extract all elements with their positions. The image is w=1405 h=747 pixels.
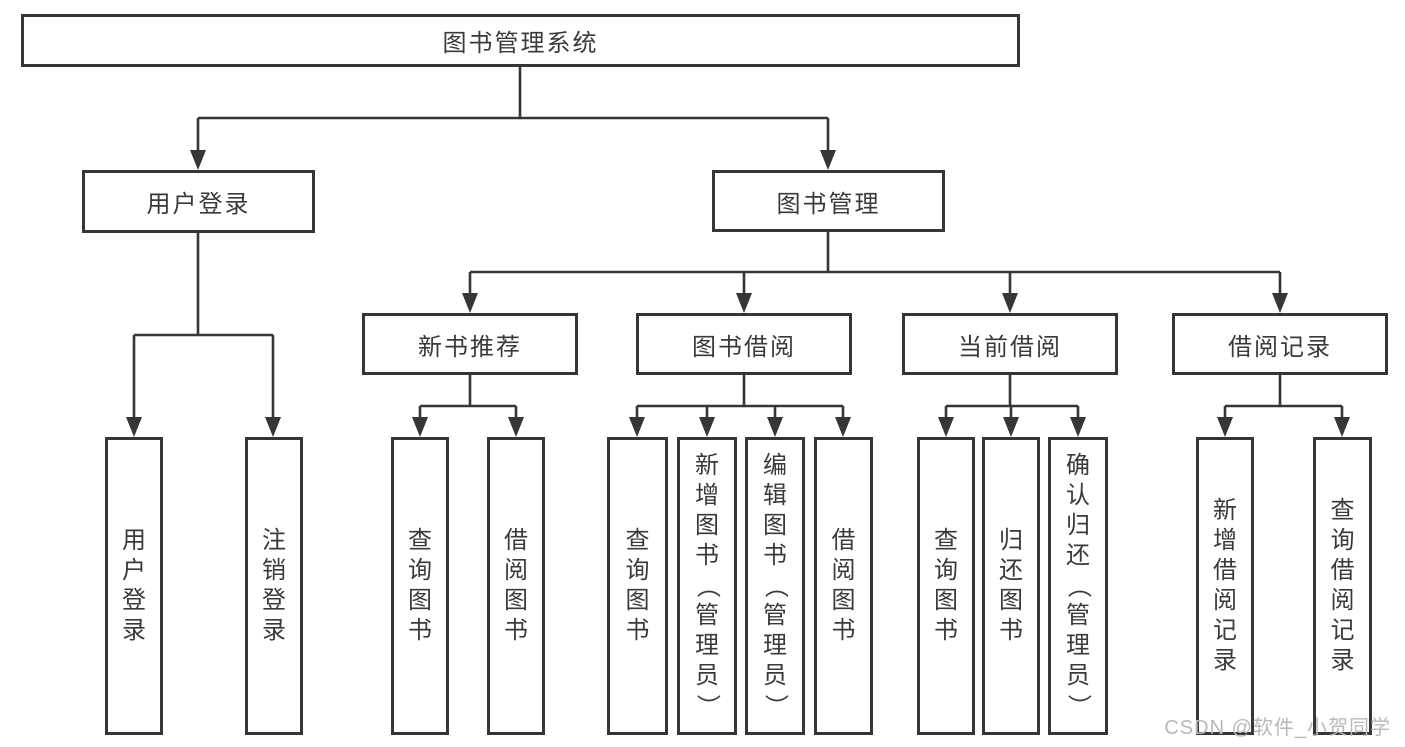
node-book-borrow: 图书借阅 bbox=[636, 313, 852, 375]
node-user-login: 用户登录 bbox=[82, 170, 315, 233]
edge-book-borrow-branch bbox=[635, 375, 845, 421]
leaf-user-login: 用户登录 bbox=[105, 437, 163, 735]
leaf-add-books-admin: 新增图书（管理员） bbox=[677, 437, 737, 735]
arrow-icon bbox=[1070, 417, 1086, 437]
arrow-icon bbox=[938, 417, 954, 437]
leaf-query-books-current: 查询图书 bbox=[917, 437, 975, 735]
arrow-icon bbox=[629, 417, 645, 437]
leaf-add-borrow-record: 新增借阅记录 bbox=[1196, 437, 1254, 735]
arrow-icon bbox=[736, 293, 752, 313]
arrow-icon bbox=[126, 417, 142, 437]
arrow-icon bbox=[412, 417, 428, 437]
arrow-icon bbox=[1002, 293, 1018, 313]
arrowheads bbox=[126, 150, 1350, 437]
node-root-library-system: 图书管理系统 bbox=[21, 14, 1020, 67]
leaf-borrow-books: 借阅图书 bbox=[814, 437, 873, 735]
leaf-logout-login: 注销登录 bbox=[245, 437, 303, 735]
arrow-icon bbox=[190, 150, 206, 170]
edge-root-branch bbox=[196, 67, 830, 152]
arrow-icon bbox=[265, 417, 281, 437]
arrow-icon bbox=[1272, 293, 1288, 313]
node-borrow-record: 借阅记录 bbox=[1172, 313, 1388, 375]
leaf-query-borrow-record: 查询借阅记录 bbox=[1313, 437, 1372, 735]
arrow-icon bbox=[1003, 417, 1019, 437]
node-new-book-recommend: 新书推荐 bbox=[362, 313, 578, 375]
arrow-icon bbox=[462, 293, 478, 313]
arrow-icon bbox=[1334, 417, 1350, 437]
arrow-icon bbox=[699, 417, 715, 437]
arrow-icon bbox=[1217, 417, 1233, 437]
edge-new-book-branch bbox=[418, 375, 518, 421]
leaf-query-books-recommend: 查询图书 bbox=[391, 437, 449, 735]
arrow-icon bbox=[767, 417, 783, 437]
leaf-borrow-books-recommend: 借阅图书 bbox=[487, 437, 545, 735]
edge-current-borrow-branch bbox=[944, 375, 1080, 421]
edge-borrow-record-branch bbox=[1223, 375, 1344, 421]
leaf-confirm-return-admin: 确认归还（管理员） bbox=[1048, 437, 1108, 735]
edge-book-management-branch bbox=[468, 232, 1282, 297]
leaf-query-books-borrow: 查询图书 bbox=[607, 437, 668, 735]
leaf-return-books: 归还图书 bbox=[982, 437, 1040, 735]
edge-user-login-branch bbox=[132, 233, 275, 421]
node-book-management: 图书管理 bbox=[712, 170, 945, 232]
arrow-icon bbox=[820, 150, 836, 170]
leaf-edit-books-admin: 编辑图书（管理员） bbox=[745, 437, 805, 735]
arrow-icon bbox=[508, 417, 524, 437]
arrow-icon bbox=[835, 417, 851, 437]
node-current-borrow: 当前借阅 bbox=[902, 313, 1118, 375]
csdn-watermark: CSDN @软件_小贺同学 bbox=[1164, 717, 1391, 739]
